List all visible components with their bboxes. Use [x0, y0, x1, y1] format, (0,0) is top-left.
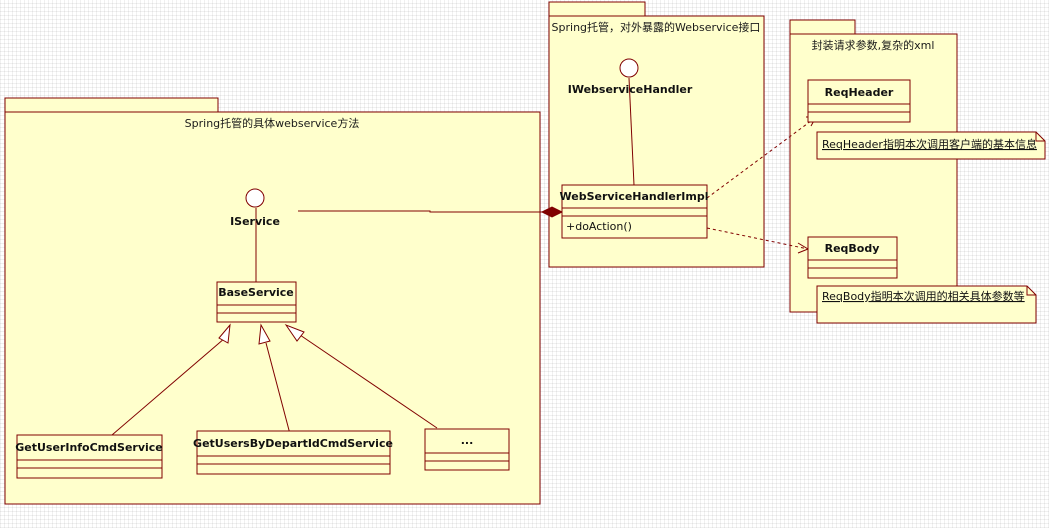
baseservice-name: BaseService — [218, 286, 294, 299]
iservice-label: IService — [230, 215, 280, 228]
doaction-operation: +doAction() — [566, 220, 632, 233]
package-title-handler: Spring托管，对外暴露的Webservice接口 — [552, 20, 761, 34]
reqheader-note-text: ReqHeader指明本次调用客户端的基本信息 — [822, 137, 1037, 151]
reqheader-name: ReqHeader — [825, 86, 894, 99]
generalization-line-ellipsis — [299, 334, 438, 429]
iwebservicehandler-icon — [619, 58, 639, 78]
interface-iwebservicehandler[interactable]: IWebserviceHandler — [568, 58, 693, 96]
generalization-line-userinfo — [111, 337, 226, 436]
dependency-line-reqbody — [706, 227, 809, 250]
class-ellipsis[interactable]: ... — [424, 428, 510, 471]
connectors — [111, 77, 817, 436]
iwebservicehandler-label: IWebserviceHandler — [568, 83, 693, 96]
note-reqbody[interactable]: ReqBody指明本次调用的相关具体参数等 — [816, 285, 1037, 324]
package-title-xml: 封装请求参数,复杂的xml — [812, 38, 935, 52]
class-getusersbydepartidcmdservice[interactable]: GetUsersByDepartIdCmdService — [193, 430, 393, 475]
class-baseservice[interactable]: BaseService — [216, 281, 297, 323]
webservicehandlerimpl-name: WebServiceHandlerImpl — [560, 190, 709, 203]
note-reqheader[interactable]: ReqHeader指明本次调用客户端的基本信息 — [816, 131, 1046, 160]
package-title-webservice: Spring托管的具体webservice方法 — [185, 116, 360, 130]
class-reqheader[interactable]: ReqHeader — [807, 79, 911, 123]
getusersbydepartidcmdservice-name: GetUsersByDepartIdCmdService — [193, 437, 393, 450]
ellipsis-class-name: ... — [461, 434, 474, 447]
reqbody-note-text: ReqBody指明本次调用的相关具体参数等 — [822, 289, 1025, 303]
interface-iservice[interactable]: IService — [230, 188, 280, 228]
reqbody-name: ReqBody — [825, 242, 880, 255]
class-reqbody[interactable]: ReqBody — [807, 236, 898, 279]
iwebservice-realization-line — [628, 77, 635, 186]
composition-line — [298, 210, 542, 213]
generalization-arrow-ellipsis — [284, 323, 305, 342]
getuserinfocmdservice-name: GetUserInfoCmdService — [15, 441, 163, 454]
generalization-arrow-users — [258, 323, 271, 345]
iservice-icon — [245, 188, 265, 208]
generalization-arrow-userinfo — [218, 323, 231, 344]
generalization-line-users — [265, 342, 291, 435]
class-webservicehandlerimpl[interactable]: WebServiceHandlerImpl +doAction() — [560, 184, 709, 239]
dependency-line-reqheader — [706, 117, 816, 199]
class-getuserinfocmdservice[interactable]: GetUserInfoCmdService — [15, 434, 163, 479]
